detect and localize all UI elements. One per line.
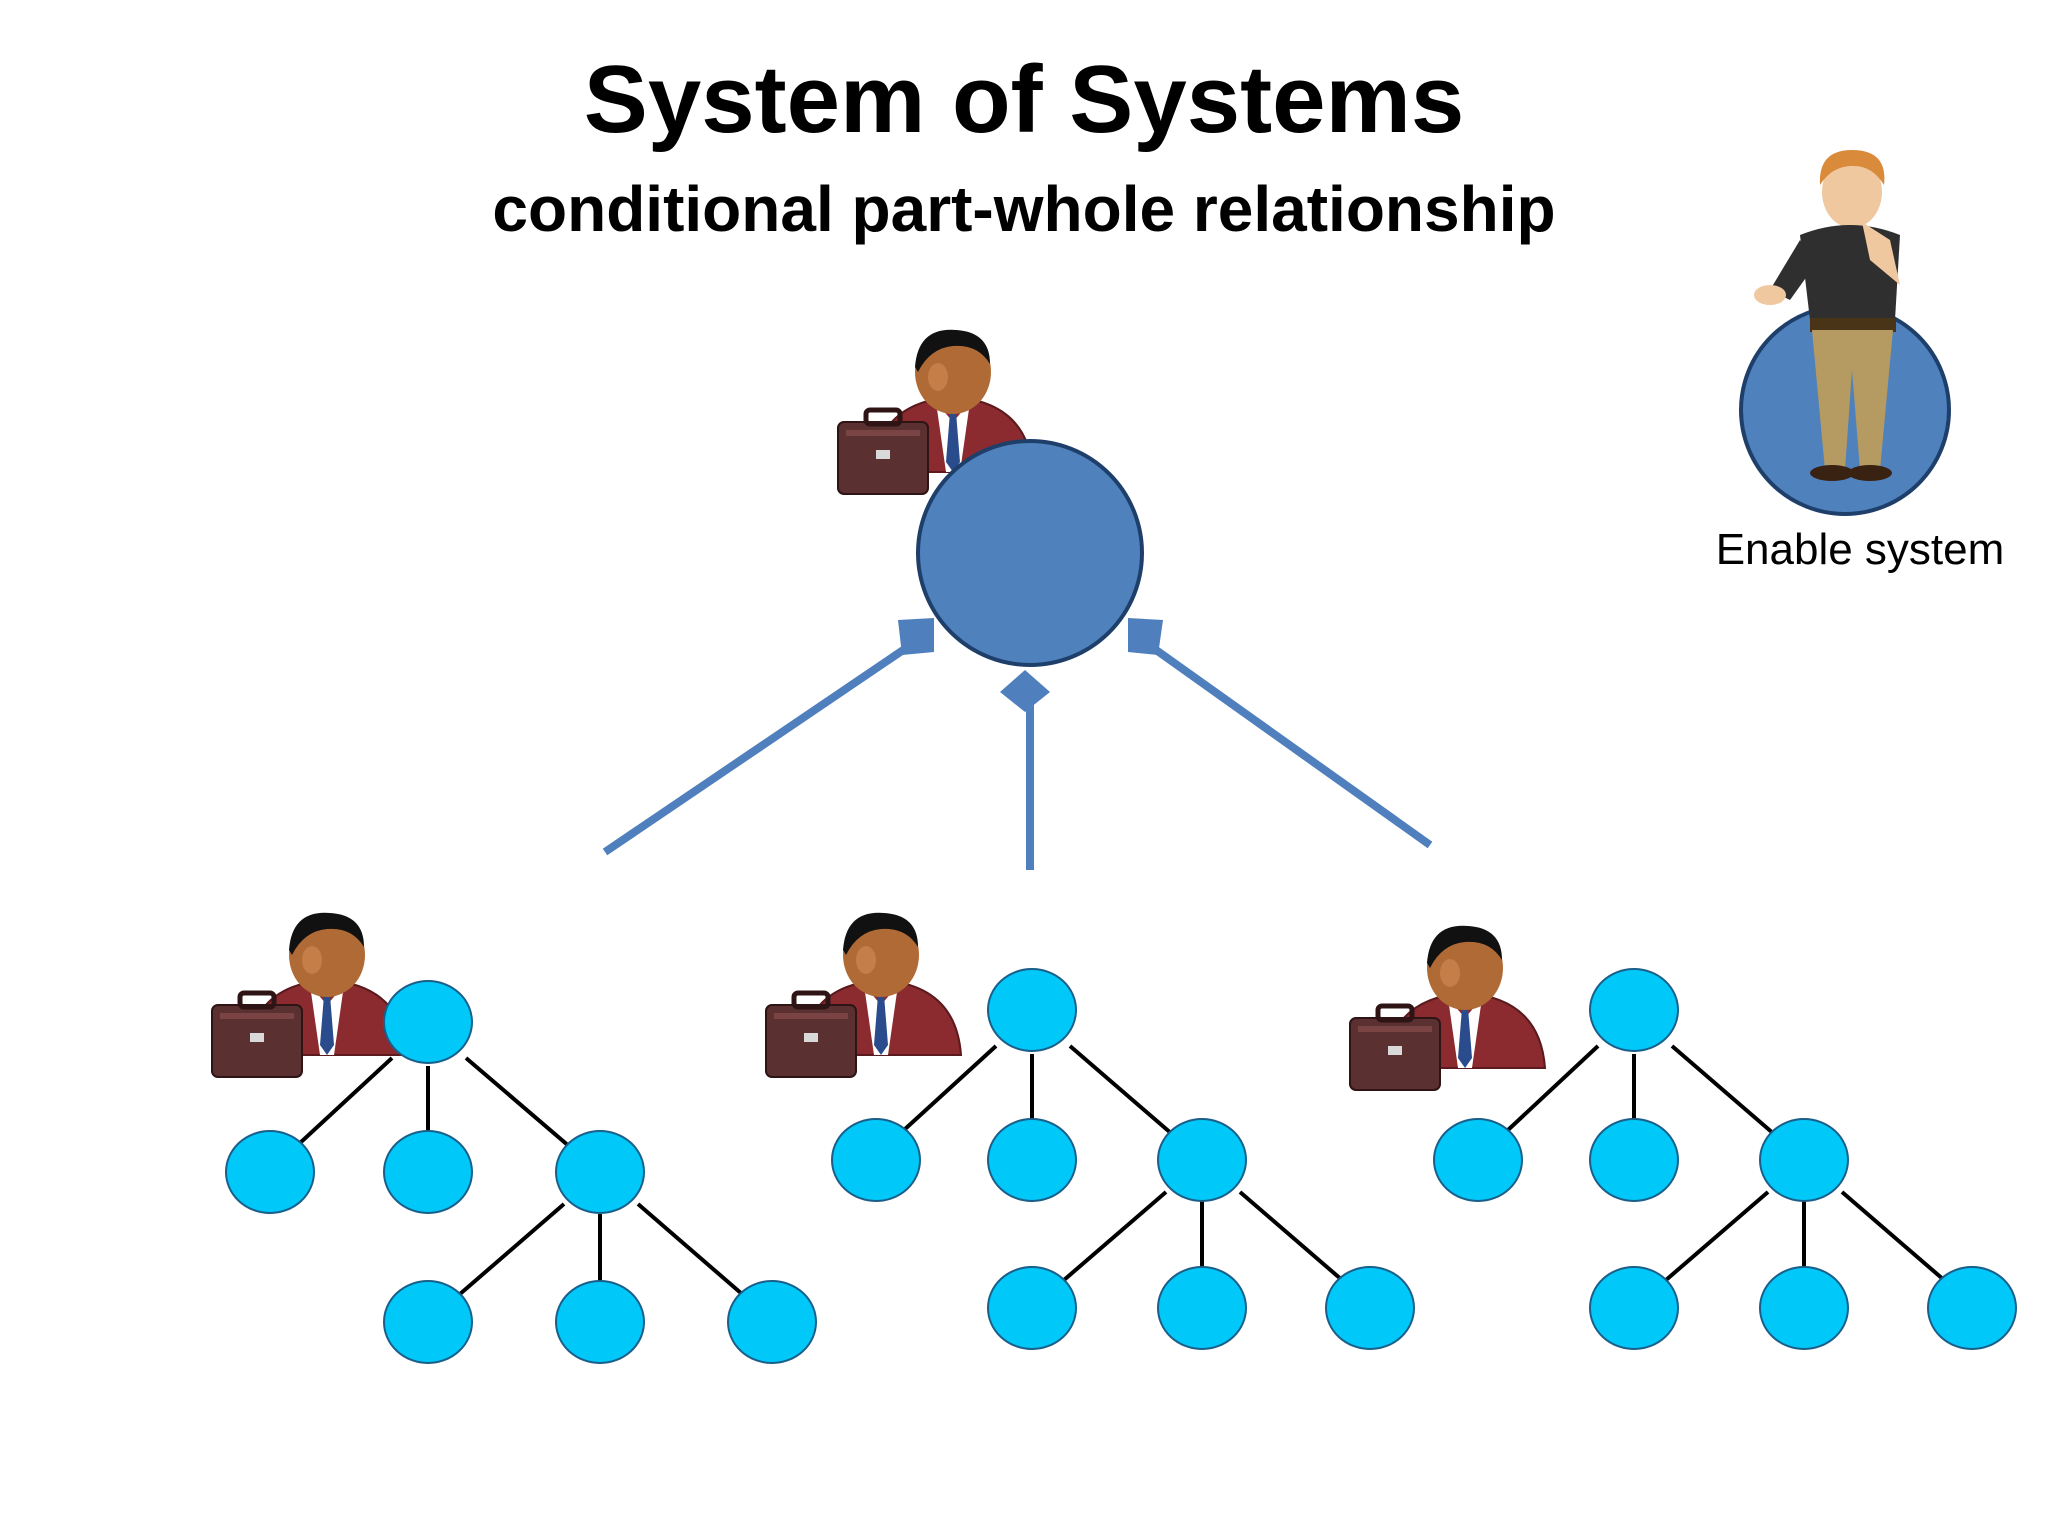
subsystem-tree-3 [1350, 926, 2017, 1350]
node [555, 1130, 645, 1214]
businessman-icon [212, 913, 407, 1077]
businessman-icon [766, 913, 961, 1077]
node [1589, 1118, 1679, 1202]
connector-left-head [898, 618, 934, 655]
businessman-icon [1350, 926, 1545, 1090]
node [225, 1130, 315, 1214]
node [1759, 1118, 1849, 1202]
node [555, 1280, 645, 1364]
node [1759, 1266, 1849, 1350]
node [1589, 968, 1679, 1052]
thinking-man-icon [1754, 150, 1900, 481]
node [1157, 1266, 1247, 1350]
node [383, 1130, 473, 1214]
enable-system-group [1739, 150, 1951, 516]
main-system-node [916, 439, 1144, 667]
slide-subtitle: conditional part-whole relationship [492, 173, 1556, 245]
node [987, 1118, 1077, 1202]
enable-system-label: Enable system [1715, 525, 2005, 574]
node [727, 1280, 817, 1364]
node [831, 1118, 921, 1202]
node [383, 1280, 473, 1364]
node [1433, 1118, 1523, 1202]
tree-2-edges [902, 1044, 1344, 1282]
node [1325, 1266, 1415, 1350]
node [987, 968, 1077, 1052]
connector-left [602, 636, 921, 856]
connector-right [1139, 636, 1433, 849]
tree-1-edges [298, 1056, 744, 1296]
slide-title: System of Systems [583, 46, 1465, 153]
connector-right-head [1128, 618, 1163, 655]
node [987, 1266, 1077, 1350]
node [1589, 1266, 1679, 1350]
subsystem-tree-1 [212, 913, 817, 1364]
connector-middle-head [1000, 670, 1050, 712]
node [1927, 1266, 2017, 1350]
tree-3-edges [1506, 1044, 1946, 1282]
node [1157, 1118, 1247, 1202]
node [383, 980, 473, 1064]
subsystem-tree-2 [766, 913, 1415, 1350]
